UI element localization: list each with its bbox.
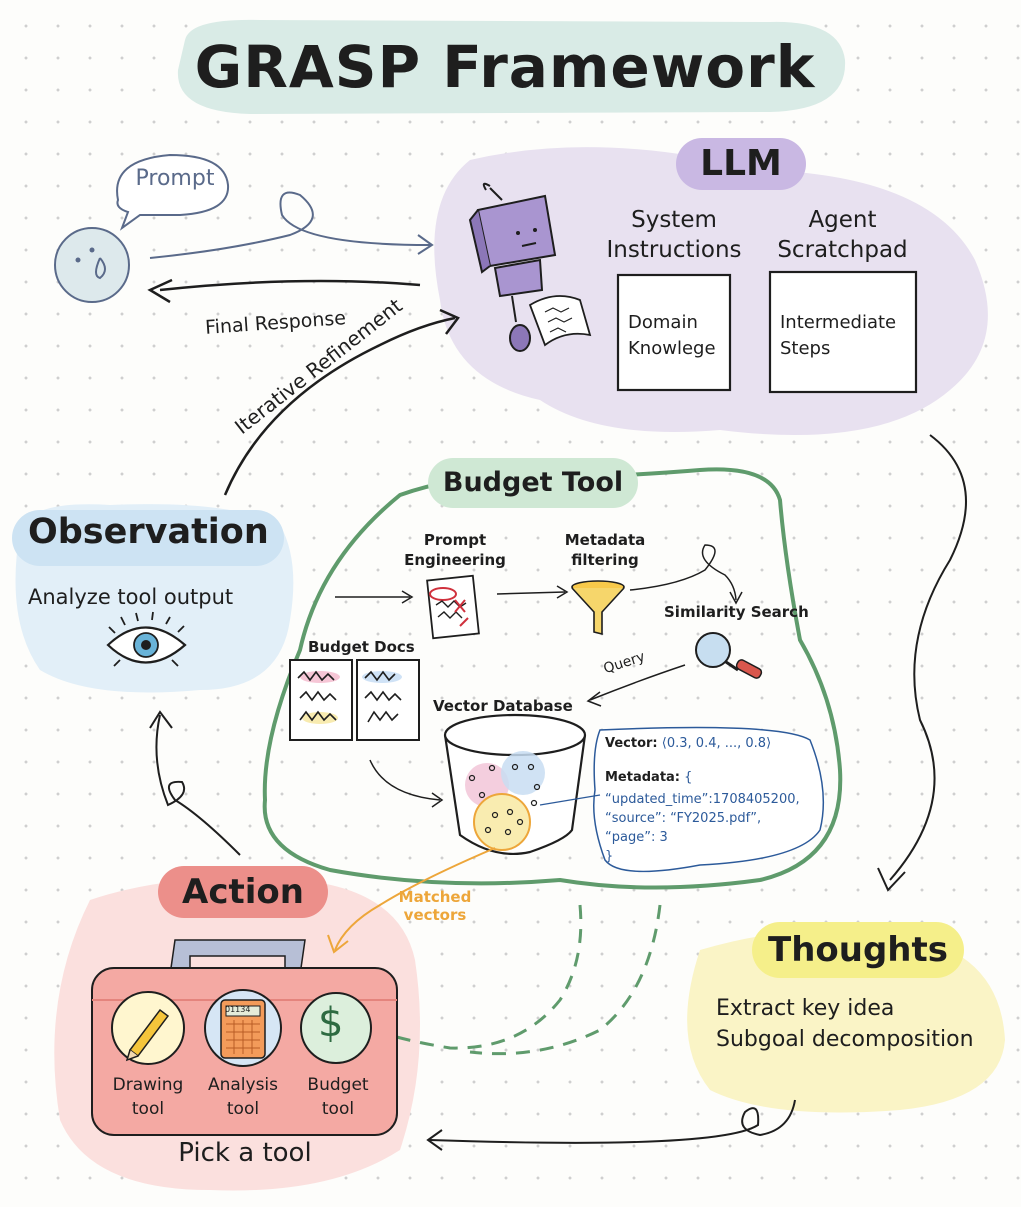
- thought-line: Extract key idea: [716, 996, 895, 1021]
- user-face-icon: [54, 227, 130, 303]
- iterative-refinement-arrow: [223, 316, 456, 496]
- filter-to-search-arrow: [629, 544, 737, 601]
- dollar-sign: $: [318, 1000, 344, 1046]
- observation-chip-bg: [12, 510, 284, 566]
- final-response-arrow: [159, 279, 421, 292]
- tool-label[interactable]: Drawing tool: [112, 1075, 184, 1119]
- thoughts-to-action-arrow: [429, 1099, 796, 1144]
- similarity-search-label: Similarity Search: [664, 603, 809, 621]
- tool-label[interactable]: Budget tool: [307, 1075, 369, 1119]
- llm-chip: LLM: [676, 138, 806, 190]
- prompt-label: Prompt: [135, 166, 215, 191]
- budget-tool-boundary: [262, 467, 843, 890]
- action-footer: Pick a tool: [178, 1138, 312, 1168]
- action-to-observation-arrow: [155, 714, 241, 856]
- scratchpad-title: Agent Scratchpad: [777, 207, 908, 263]
- metadata-entry: “source”: “FY2025.pdf”,: [605, 811, 762, 826]
- budget-tool-dashed-link: [367, 904, 583, 1050]
- eye-icon: [106, 611, 187, 667]
- thought-line: Subgoal decomposition: [716, 1027, 974, 1052]
- system-instructions-box: [616, 273, 732, 392]
- metadata-open: {: [684, 770, 693, 785]
- metadata-callout: [593, 726, 825, 873]
- metadata-entry: “page”: 3: [605, 830, 668, 845]
- prompt-to-filter-arrow: [496, 591, 566, 595]
- scratchpad-body: Intermediate Steps: [780, 312, 897, 359]
- magnifier-icon: [695, 632, 763, 679]
- thoughts-lines: Extract key idea Subgoal decomposition: [716, 993, 974, 1055]
- vector-database-label: Vector Database: [433, 697, 573, 715]
- query-arrow: [589, 664, 686, 701]
- metadata-line: Metadata: {: [605, 770, 692, 785]
- system-instructions-title: System Instructions: [606, 207, 742, 263]
- thoughts-chip: Thoughts: [752, 922, 964, 978]
- system-instructions-body: Domain Knowlege: [628, 312, 716, 359]
- funnel-icon: [571, 580, 625, 636]
- docs-to-db-arrow: [369, 759, 441, 801]
- title-banner: [177, 19, 846, 115]
- dollar-icon: [300, 992, 372, 1064]
- prompt-bubble: [116, 153, 230, 231]
- prompt-arrow: [149, 191, 431, 259]
- budget-docs-label: Budget Docs: [308, 638, 415, 656]
- calculator-display: 01134: [225, 1005, 251, 1014]
- budget-doc-page-1: [289, 659, 353, 741]
- metadata-body: “updated_time”:1708405200, “source”: “FY…: [605, 790, 800, 866]
- observation-subtitle: Analyze tool output: [28, 585, 234, 609]
- vector-key: Vector:: [605, 736, 658, 751]
- llm-to-thoughts-arrow: [889, 434, 967, 881]
- prompt-engineering-label: Prompt Engineering: [404, 531, 506, 569]
- observation-label: Observation: [28, 512, 269, 552]
- page-title: GRASP Framework: [194, 33, 816, 101]
- matched-vectors-label: Matched vectors: [398, 888, 472, 924]
- metadata-entry: “updated_time”:1708405200,: [605, 792, 800, 807]
- metadata-key: Metadata:: [605, 770, 681, 785]
- metadata-filtering-label: Metadata filtering: [564, 531, 646, 569]
- vector-database-icon: [443, 713, 587, 856]
- metadata-entry: }: [605, 849, 614, 864]
- action-chip: Action: [158, 866, 328, 918]
- vector-value: ⟨0.3, 0.4, ..., 0.8⟩: [661, 736, 772, 751]
- budget-tool-chip: Budget Tool: [428, 458, 638, 508]
- tool-label[interactable]: Analysis tool: [207, 1075, 279, 1119]
- robot-icon: [468, 182, 592, 352]
- scratchpad-box: [768, 270, 918, 394]
- prompt-engineering-icon: [426, 574, 480, 640]
- vector-line: Vector: ⟨0.3, 0.4, ..., 0.8⟩: [605, 736, 771, 751]
- matched-vectors-arrow: [334, 847, 496, 951]
